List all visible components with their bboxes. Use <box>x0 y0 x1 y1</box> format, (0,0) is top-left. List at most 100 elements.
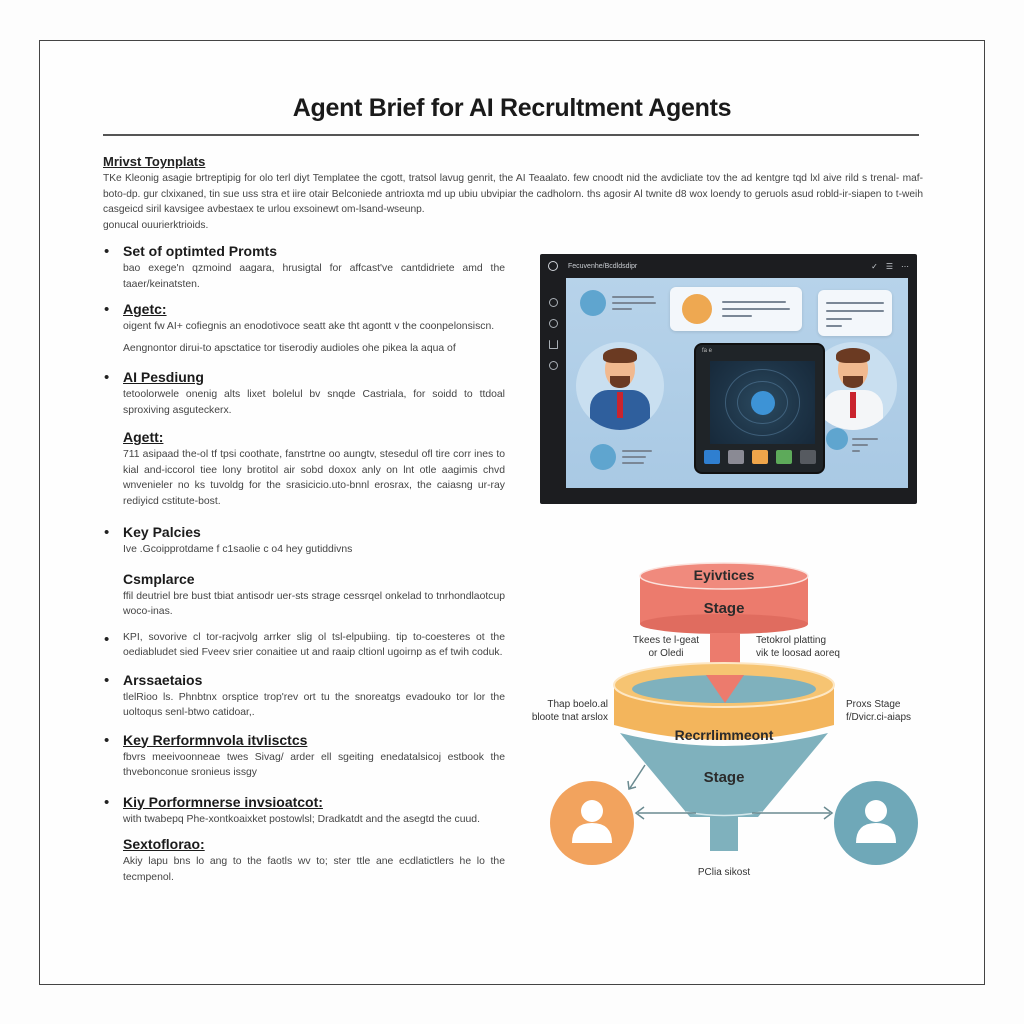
funnel-top-stage-label: Stage <box>703 600 745 617</box>
mockup-window-title: Fecuvenhe/Bcdldsdipr <box>568 262 638 270</box>
chat-icon <box>590 444 616 470</box>
section-body: Akiy lapu bns lo ang to the faotls wv to… <box>123 856 505 883</box>
bullet-icon: • <box>104 731 110 749</box>
sections-list: • Set of optimted Promts bao exege'n qzm… <box>103 242 505 885</box>
section-prompts: • Set of optimted Promts bao exege'n qzm… <box>103 242 505 292</box>
text-line <box>722 301 786 303</box>
document-icon <box>826 428 848 450</box>
text-line <box>826 302 884 304</box>
section-key-performance-2: • Kiy Porformnerse invsioatcot: with twa… <box>103 793 505 828</box>
intro-body: TKe Kleonig asagie brtreptipig for olo t… <box>103 173 923 215</box>
text-line <box>622 450 652 452</box>
chip-icon <box>580 290 606 316</box>
text-line <box>722 308 790 310</box>
section-heading: Key Palcies <box>123 524 201 540</box>
circle-icon <box>548 319 558 328</box>
user-icon <box>548 261 558 271</box>
more-icon: ⋯ <box>901 261 909 271</box>
bullet-icon: • <box>104 630 110 648</box>
bullet-icon: • <box>104 524 110 541</box>
funnel-outlet-label: PClia sikost <box>697 867 751 878</box>
ai-agent-tablet: fa e <box>694 343 825 474</box>
section-body: 711 asipaad the-ol tf tpsi coothate, fan… <box>123 449 505 507</box>
bullet-icon: • <box>104 369 110 386</box>
app-dark-icon <box>800 450 816 464</box>
text-line <box>826 325 842 327</box>
refresh-icon <box>548 298 558 307</box>
text-line <box>612 302 656 304</box>
text-line <box>826 318 852 320</box>
recruiter-avatar <box>576 342 664 430</box>
text-line <box>852 444 868 446</box>
section-heading: Agetc: <box>123 301 167 317</box>
section-body: tetoolorwele onenig alts lixet bolelul b… <box>123 389 505 416</box>
section-sextoflorao: Sextoflorao: Akiy lapu bns lo ang to the… <box>103 835 505 885</box>
page-title: Agent Brief for AI Recrultment Agents <box>292 94 732 122</box>
title-divider <box>103 134 919 136</box>
settings-icon <box>548 361 558 370</box>
section-heading: Csmplarce <box>123 570 195 587</box>
text-line <box>852 450 860 452</box>
section-body: oigent fw AI+ cofiegnis an enodotivoce s… <box>123 321 495 332</box>
text-line <box>622 456 646 458</box>
bullet-icon: • <box>104 243 110 260</box>
section-key-performance-1: • Key Rerformnvola itvlisctcs fbvrs meei… <box>103 731 505 781</box>
app-green-icon <box>776 450 792 464</box>
section-ai-positioning: • AI Pesdiung tetoolorwele onenig alts l… <box>103 368 505 418</box>
annotation-mid-right: Proxs Stage f/Dvicr.ci-aiaps <box>846 699 912 723</box>
document-frame <box>39 40 985 985</box>
bullet-icon: • <box>104 793 110 811</box>
text-line <box>722 315 752 317</box>
text-line <box>612 308 632 310</box>
menu-icon: ☰ <box>885 261 893 271</box>
app-mockup-illustration: Fecuvenhe/Bcdldsdipr ✓ ☰ ⋯ <box>540 254 917 504</box>
section-heading: AI Pesdiung <box>123 369 204 385</box>
section-heading: Kiy Porformnerse invsioatcot: <box>123 793 323 810</box>
mockup-titlebar: Fecuvenhe/Bcdldsdipr ✓ ☰ ⋯ <box>540 254 917 278</box>
section-heading: Sextoflorao: <box>123 836 205 852</box>
section-extra: Aengnontor dirui-to apsctatice tor tiser… <box>123 342 456 354</box>
app-blue-icon <box>704 450 720 464</box>
section-body: tlelRioo ls. Phnbtnx orsptice trop'rev o… <box>123 691 505 719</box>
annotation-top-right: Tetokrol platting vik te loosad aoreq <box>756 635 840 659</box>
funnel-top-label: Eyivtices <box>693 567 755 583</box>
funnel-graphic <box>550 562 918 865</box>
section-kpi: • KPI, sovorive cl tor-racjvolg arrker s… <box>103 630 505 661</box>
bullet-icon: • <box>104 301 110 318</box>
summary-card <box>818 290 892 336</box>
intro-footer: gonucal ouurierktrioids. <box>103 219 209 231</box>
annotation-top-left: Tkees te l-geat or Oledi <box>632 635 700 659</box>
candidate-card <box>670 287 802 331</box>
section-body: Ive .Gcoipprotdame f c1saolie c o4 hey g… <box>123 544 353 555</box>
section-body: bao exege'n qzmoind aagara, hrusigtal fo… <box>123 263 505 290</box>
tablet-app-row <box>704 450 817 464</box>
intro-section: Mrivst Toynplats TKe Kleonig asagie brtr… <box>103 154 923 233</box>
section-heading: Key Rerformnvola itvlisctcs <box>123 731 308 748</box>
pin-icon <box>548 340 558 349</box>
section-agent: • Agetc: oigent fw AI+ cofiegnis an enod… <box>103 300 505 356</box>
tablet-title: fa e <box>702 348 713 354</box>
section-heading: Agett: <box>123 429 164 445</box>
text-line <box>826 310 884 312</box>
bullet-icon: • <box>104 671 110 689</box>
section-body: ffil deutriel bre bust tbiat antisodr ue… <box>123 590 505 618</box>
tablet-screen <box>710 361 815 444</box>
ai-core-icon <box>750 390 775 415</box>
check-icon: ✓ <box>871 261 878 271</box>
section-agent-detail: Agett: 711 asipaad the-ol tf tpsi cootha… <box>103 428 505 509</box>
section-heading: Arssaetaios <box>123 671 203 688</box>
section-body: KPI, sovorive cl tor-racjvolg arrker sli… <box>123 631 505 659</box>
annotation-mid-left: Thap boelo.al bloote tnat arslox <box>531 699 608 723</box>
section-heading: Set of optimted Promts <box>123 243 278 259</box>
text-line <box>622 462 644 464</box>
section-key-policies: • Key Palcies Ive .Gcoipprotdame f c1sao… <box>103 523 505 558</box>
mockup-canvas: fa e <box>566 278 908 488</box>
app-orange-icon <box>752 450 768 464</box>
section-body: fbvrs meeivoonneae twes Sivag/ arder ell… <box>123 751 505 779</box>
text-line <box>612 296 654 298</box>
funnel-middle-label: Recrrlimmeont <box>674 727 774 743</box>
recruitment-funnel-diagram: Eyivtices Stage Recrrlimmeont Stage PCli… <box>520 555 930 895</box>
app-gray-icon <box>728 450 744 464</box>
intro-heading: Mrivst Toynplats <box>103 154 206 169</box>
section-body: with twabepq Phe-xontkoaixket postowlsl;… <box>123 813 480 825</box>
